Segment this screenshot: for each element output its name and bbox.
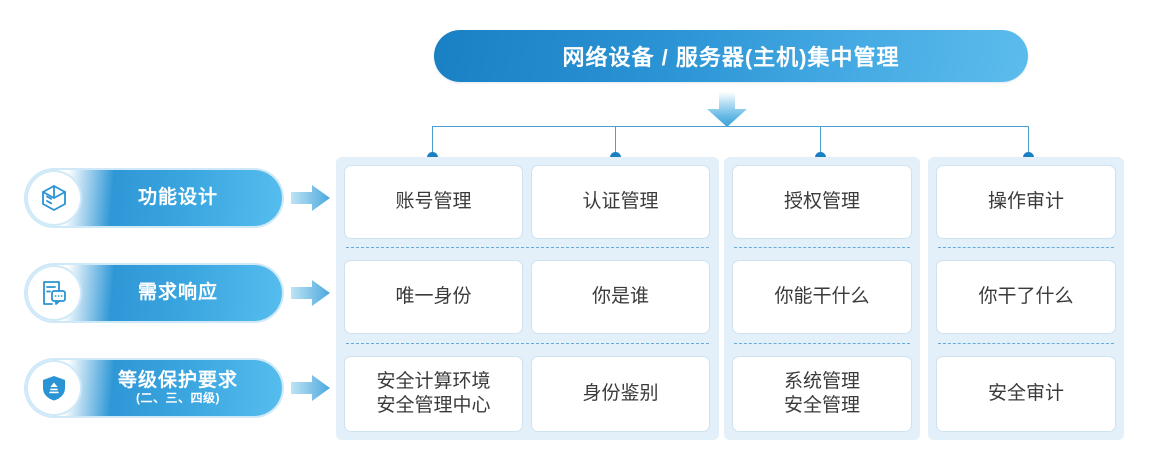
- cube-box-icon: [28, 172, 80, 224]
- panel-group-col3: 授权管理 你能干什么 系统管理 安全管理: [724, 157, 920, 440]
- table-cell-r2c2[interactable]: 你是谁: [532, 261, 709, 333]
- table-cell-r3c4[interactable]: 安全审计: [937, 357, 1115, 431]
- row-separator-1: [938, 247, 1114, 248]
- row-separator-2: [938, 343, 1114, 344]
- connector-lines: [330, 120, 1050, 165]
- panel-group-col4: 操作审计 你干了什么 安全审计: [928, 157, 1124, 440]
- table-cell-r1c4[interactable]: 操作审计: [937, 166, 1115, 238]
- row-label-protection-level[interactable]: 等级保护要求 (二、三、四级): [26, 360, 282, 416]
- page-title: 网络设备 / 服务器(主机)集中管理: [562, 45, 900, 70]
- row-separator-2: [734, 343, 910, 344]
- connector-drop-1: [432, 126, 433, 160]
- row-label-text: 等级保护要求 (二、三、四级): [117, 370, 238, 406]
- table-cell-r1c3[interactable]: 授权管理: [733, 166, 911, 238]
- row-separator-2: [346, 343, 709, 344]
- table-cell-r2c3[interactable]: 你能干什么: [733, 261, 911, 333]
- row-label-text: 需求响应: [137, 282, 218, 304]
- connector-horizontal: [432, 126, 1028, 127]
- arrow-right-icon-3: [291, 373, 331, 403]
- connector-drop-3: [820, 126, 821, 160]
- row-separator-1: [734, 247, 910, 248]
- row-label-requirement-response[interactable]: 需求响应: [26, 265, 282, 321]
- table-cell-r2c1[interactable]: 唯一身份: [345, 261, 522, 333]
- table-cell-r2c4[interactable]: 你干了什么: [937, 261, 1115, 333]
- table-cell-r1c1[interactable]: 账号管理: [345, 166, 522, 238]
- arrow-right-icon-1: [291, 183, 331, 213]
- table-cell-r1c2[interactable]: 认证管理: [532, 166, 709, 238]
- shield-icon: [28, 362, 80, 414]
- arrow-down-icon: [706, 92, 748, 128]
- table-cell-r3c1[interactable]: 安全计算环境 安全管理中心: [345, 357, 522, 431]
- document-chat-icon: [28, 267, 80, 319]
- panel-group-left: 账号管理 认证管理 唯一身份 你是谁 安全计算环境 安全管理中心 身份鉴别: [336, 157, 719, 440]
- row-label-functional-design[interactable]: 功能设计: [26, 170, 282, 226]
- connector-drop-2: [615, 126, 616, 160]
- table-cell-r3c3[interactable]: 系统管理 安全管理: [733, 357, 911, 431]
- arrow-right-icon-2: [291, 278, 331, 308]
- row-label-text: 功能设计: [137, 187, 218, 209]
- row-separator-1: [346, 247, 709, 248]
- connector-drop-4: [1028, 126, 1029, 160]
- diagram-title-pill: 网络设备 / 服务器(主机)集中管理: [434, 30, 1028, 82]
- table-cell-r3c2[interactable]: 身份鉴别: [532, 357, 709, 431]
